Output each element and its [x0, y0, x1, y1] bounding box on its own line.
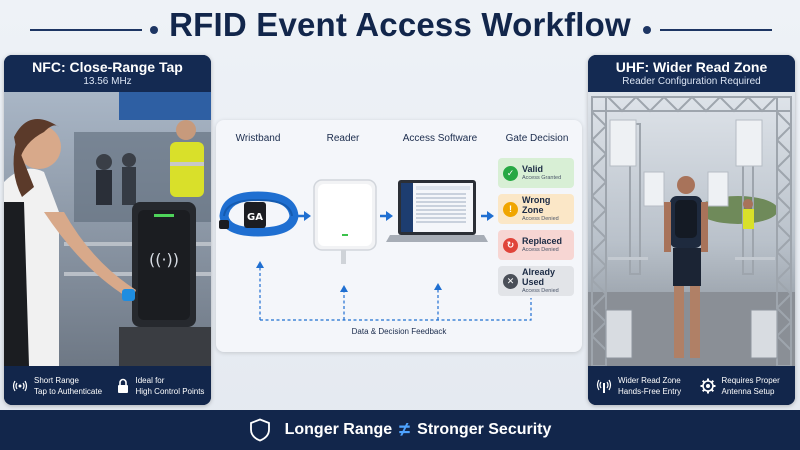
decision-valid-label: Valid	[522, 164, 544, 174]
banner-left-text: Longer Range	[284, 421, 393, 438]
step-label-wristband: Wristband	[235, 133, 281, 144]
nfc-feature-2-line2: High Control Points	[135, 386, 205, 396]
decision-wrong-zone-label: Wrong Zone	[522, 195, 551, 215]
not-equal-symbol: ≠	[399, 418, 411, 441]
title-bar: RFID Event Access Workflow	[0, 0, 800, 50]
bottom-banner: Longer Range ≠ Stronger Security	[0, 410, 800, 450]
title-dot-left	[150, 26, 158, 34]
decision-replaced-label: Replaced	[522, 236, 563, 246]
nfc-photo: ((·))	[4, 92, 211, 366]
uhf-panel: UHF: Wider Read Zone Reader Configuratio…	[588, 55, 795, 405]
arrow-head-2	[386, 211, 393, 221]
x-icon: ✕	[503, 273, 518, 289]
refresh-icon: ↻	[503, 237, 518, 253]
feedback-loop	[259, 266, 532, 321]
banner-right-text: Stronger Security	[417, 421, 552, 438]
step-label-reader: Reader	[326, 133, 360, 144]
nfc-panel: NFC: Close-Range Tap 13.56 MHz	[4, 55, 211, 405]
decision-valid: ✓ Valid Access Granted	[498, 158, 574, 188]
uhf-feature-bar: Wider Read Zone Hands-Free Entry Require…	[588, 366, 795, 405]
nfc-heading: NFC: Close-Range Tap	[32, 59, 183, 75]
shield-icon	[249, 418, 270, 442]
nfc-feature-2-line1: Ideal for	[135, 375, 165, 385]
wristband-tag-text: GA	[247, 212, 263, 223]
arrow-head-3	[487, 211, 494, 221]
uhf-heading: UHF: Wider Read Zone	[615, 59, 768, 75]
check-icon: ✓	[503, 165, 518, 181]
feedback-label: Data & Decision Feedback	[351, 327, 447, 336]
decision-replaced: ↻ Replaced Access Denied	[498, 230, 574, 260]
uhf-feature-antenna-setup: Requires Proper Antenna Setup	[692, 366, 796, 405]
rfid-signal-icon	[596, 379, 612, 393]
uhf-feature-2-line1: Requires Proper	[721, 375, 780, 385]
warning-icon: !	[503, 201, 518, 217]
uhf-feature-2-line2: Antenna Setup	[721, 386, 775, 396]
decision-valid-sub: Access Granted	[522, 175, 562, 181]
uhf-panel-header: UHF: Wider Read Zone Reader Configuratio…	[588, 55, 795, 92]
laptop-software-icon	[386, 180, 488, 242]
nfc-feature-short-range: Short Range Tap to Authenticate	[4, 366, 108, 405]
title-dot-right	[643, 26, 651, 34]
uhf-photo	[588, 92, 795, 366]
decision-already-used-label: Already Used	[522, 267, 556, 287]
workflow-panel: Wristband Reader Access Software Gate De…	[216, 120, 582, 352]
decision-wrong-zone: ! Wrong Zone Access Denied	[498, 194, 574, 224]
nfc-subheading: 13.56 MHz	[83, 76, 132, 87]
nfc-feature-1-line2: Tap to Authenticate	[34, 386, 103, 396]
wristband-icon: GA	[219, 191, 299, 237]
lock-icon	[117, 378, 128, 393]
uhf-feature-1-line1: Wider Read Zone	[618, 375, 681, 385]
title-rule-right	[660, 29, 772, 31]
step-label-gate-decision: Gate Decision	[505, 133, 569, 144]
decision-already-used: ✕ Already Used Access Denied	[498, 266, 574, 296]
nfc-feature-high-control: Ideal for High Control Points	[108, 366, 212, 405]
step-label-access-software: Access Software	[402, 133, 478, 144]
page-title: RFID Event Access Workflow	[169, 6, 631, 43]
gear-icon	[700, 378, 715, 393]
nfc-signal-icon	[12, 380, 28, 391]
nfc-feature-1-line1: Short Range	[34, 375, 79, 385]
nfc-panel-header: NFC: Close-Range Tap 13.56 MHz	[4, 55, 211, 92]
banner-text: Longer Range ≠ Stronger Security	[285, 419, 552, 442]
uhf-subheading: Reader Configuration Required	[622, 76, 761, 87]
nfc-feature-bar: Short Range Tap to Authenticate Ideal fo…	[4, 366, 211, 405]
arrow-head-1	[304, 211, 311, 221]
decision-wrong-zone-sub: Access Denied	[522, 216, 559, 222]
feedback-arrow-heads	[256, 261, 442, 292]
svg-text:((·)): ((·))	[149, 250, 179, 269]
uhf-feature-1-line2: Hands-Free Entry	[618, 386, 682, 396]
decision-replaced-sub: Access Denied	[522, 247, 559, 253]
uhf-feature-wide-zone: Wider Read Zone Hands-Free Entry	[588, 366, 692, 405]
reader-device-icon	[313, 179, 377, 264]
decision-already-used-sub: Access Denied	[522, 288, 559, 294]
workflow-diagram: GA	[219, 179, 532, 321]
title-rule-left	[30, 29, 142, 31]
